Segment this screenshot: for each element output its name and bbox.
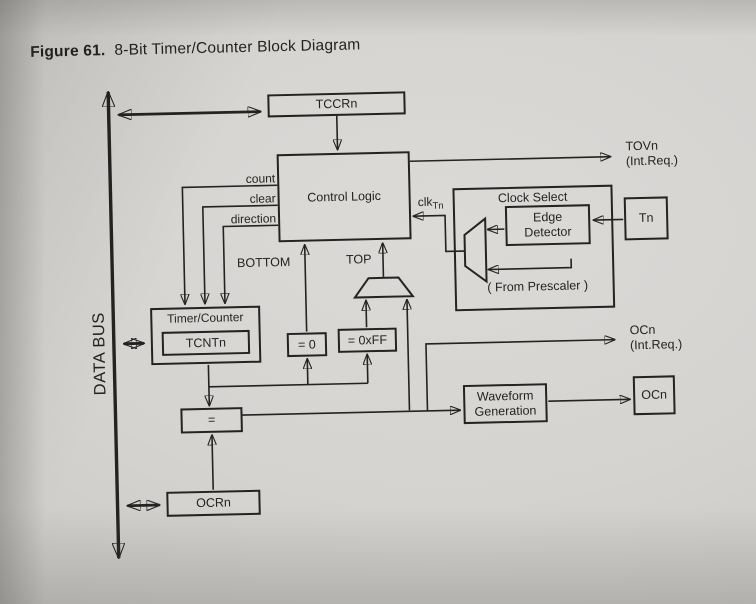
compare-label: = <box>207 412 216 427</box>
tcntn-to-compare-line <box>208 364 209 406</box>
prescaler-line <box>488 258 573 270</box>
bus-tccrn-arrow <box>119 112 261 115</box>
timer-counter-label: Timer/Counter <box>167 310 244 326</box>
clock-select-label: Clock Select <box>497 189 568 206</box>
edge-detector-box: Edge Detector <box>504 204 591 247</box>
tn-pad-label: Tn <box>638 210 654 226</box>
ocn-int-line <box>425 340 616 411</box>
edge-detector-label-line2: Detector <box>524 224 572 240</box>
compare-out-line <box>242 410 461 416</box>
timer-counter-box: Timer/Counter TCNTn <box>150 305 262 366</box>
tcntn-box: TCNTn <box>161 329 251 356</box>
ocn-int-label: OCn (Int.Req.) <box>630 322 683 353</box>
tcntn-branch-line <box>208 382 368 388</box>
count-line <box>182 184 278 304</box>
clk-label-base: clk <box>417 194 433 210</box>
tovn-label: TOVn (Int.Req.) <box>625 138 678 169</box>
ocn-int-label-line2: (Int.Req.) <box>629 337 683 353</box>
clear-line <box>203 204 278 304</box>
compare-to-mux-line <box>407 299 410 411</box>
tovn-label-line2: (Int.Req.) <box>625 153 679 169</box>
eq-zero-label: = 0 <box>297 336 316 352</box>
tovn-line <box>409 157 611 163</box>
direction-label: direction <box>230 211 277 227</box>
from-prescaler-label: ( From Prescaler ) <box>487 278 589 295</box>
control-logic-label: Control Logic <box>307 188 382 205</box>
tccrn-to-control-line <box>337 115 338 150</box>
branch-to-eqmax-line <box>367 354 368 384</box>
edge-detector-label-line1: Edge <box>532 209 563 225</box>
bottom-signal-line <box>305 245 307 332</box>
eq-max-box: = 0xFF <box>337 327 398 353</box>
tn-pad-box: Tn <box>623 196 669 241</box>
eq-max-label: = 0xFF <box>347 332 388 348</box>
ocn-pad-box: OCn <box>632 375 676 416</box>
top-mux-shape <box>352 276 415 299</box>
tcntn-label: TCNTn <box>185 334 227 350</box>
bus-ocrn-arrow <box>128 505 160 506</box>
waveform-generation-box: Waveform Generation <box>462 383 548 425</box>
tccrn-label: TCCRn <box>315 96 358 112</box>
clk-line <box>413 215 465 253</box>
clear-label: clear <box>249 191 276 206</box>
clk-label-sub: Tn <box>432 200 444 212</box>
top-label: TOP <box>345 252 372 267</box>
tn-to-edge-detector-line <box>593 219 624 220</box>
branch-to-eqzero-line <box>307 359 308 385</box>
compare-box: = <box>180 407 243 434</box>
tovn-label-line1: TOVn <box>625 138 659 154</box>
ocrn-to-compare-line <box>212 435 213 490</box>
control-logic-box: Control Logic <box>276 151 412 243</box>
tccrn-box: TCCRn <box>267 91 406 118</box>
eqmax-to-mux-line <box>366 300 367 328</box>
bottom-label: BOTTOM <box>236 254 291 271</box>
clock-mux-shape <box>463 216 488 284</box>
direction-line <box>223 224 279 303</box>
data-bus-label: DATA BUS <box>89 311 110 396</box>
data-bus-line <box>108 92 119 558</box>
waveform-to-ocn-line <box>548 399 630 401</box>
ocn-pad-label: OCn <box>641 387 668 403</box>
ocrn-box: OCRn <box>166 489 261 517</box>
ocrn-label: OCRn <box>195 495 232 511</box>
waveform-label-line1: Waveform <box>476 388 534 404</box>
clk-tn-label: clkTn <box>418 194 444 212</box>
eq-zero-box: = 0 <box>286 332 328 358</box>
top-signal-line <box>383 243 384 277</box>
ocn-int-label-line1: OCn <box>629 322 656 338</box>
waveform-label-line2: Generation <box>474 402 537 419</box>
count-label: count <box>245 171 276 186</box>
